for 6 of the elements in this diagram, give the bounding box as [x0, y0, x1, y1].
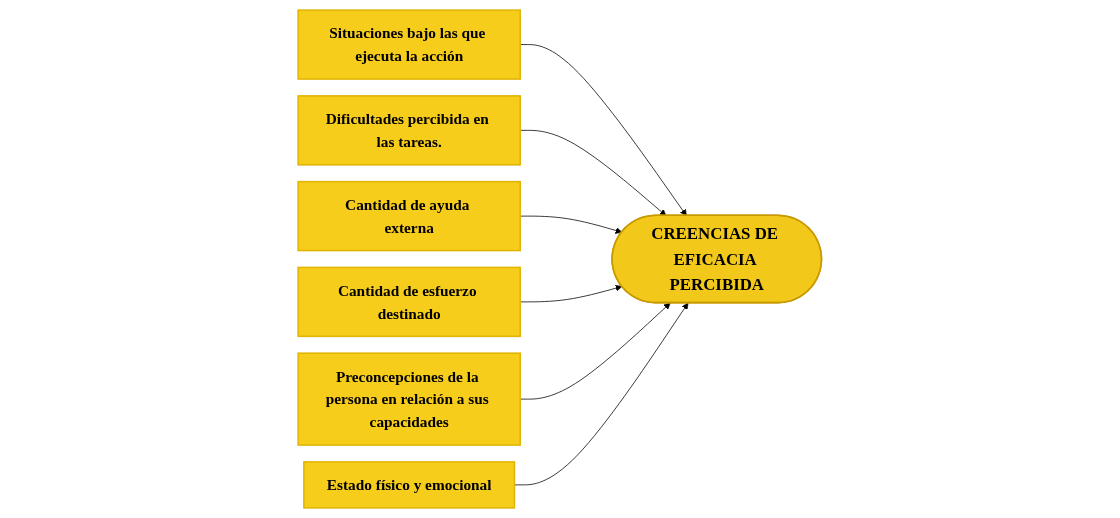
node-box: Cantidad de esfuerzo destinado [297, 266, 522, 338]
node-box: Estado físico y emocional [303, 461, 516, 509]
node-box: Preconcepciones de la persona en relación a sus capacidades [297, 352, 522, 446]
node-box: Cantidad de ayuda externa [297, 180, 522, 252]
node-box: Dificultades percibida en las tareas. [297, 95, 522, 166]
node-box: Situaciones bajo las que ejecuta la acción [297, 9, 522, 80]
